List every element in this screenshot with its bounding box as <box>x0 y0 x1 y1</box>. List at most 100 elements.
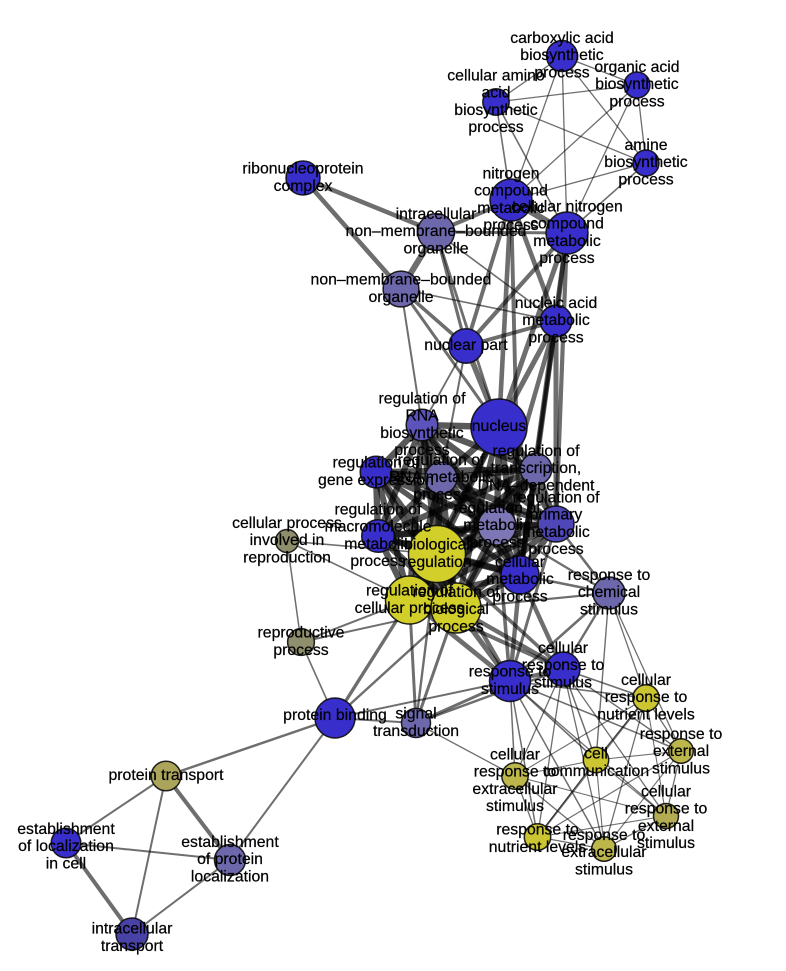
svg-text:nutrient levels: nutrient levels <box>489 839 587 856</box>
svg-text:process: process <box>609 93 664 110</box>
svg-text:cellular: cellular <box>621 672 671 689</box>
svg-text:regulation of: regulation of <box>335 501 423 518</box>
svg-text:intracellular: intracellular <box>92 921 173 938</box>
svg-text:compound: compound <box>530 216 604 233</box>
svg-text:localization: localization <box>191 868 269 885</box>
svg-text:protein transport: protein transport <box>108 767 224 784</box>
svg-text:in cell: in cell <box>46 855 86 872</box>
svg-text:process: process <box>528 329 583 346</box>
svg-text:transport: transport <box>101 938 164 955</box>
svg-text:biosynthetic: biosynthetic <box>520 47 604 64</box>
svg-text:regulation of: regulation of <box>366 583 454 600</box>
svg-text:process: process <box>350 553 405 570</box>
svg-text:organic acid: organic acid <box>594 59 679 76</box>
svg-text:extracellular: extracellular <box>472 781 557 798</box>
svg-text:reproductive: reproductive <box>258 625 345 642</box>
svg-text:nucleus: nucleus <box>472 418 527 435</box>
svg-text:external: external <box>653 743 709 760</box>
svg-text:process: process <box>428 618 483 635</box>
svg-text:response to: response to <box>625 801 708 818</box>
svg-text:biosynthetic: biosynthetic <box>604 154 688 171</box>
svg-text:macromolecule: macromolecule <box>324 519 431 536</box>
svg-text:amine: amine <box>624 137 667 154</box>
svg-text:cellular amino: cellular amino <box>447 67 545 84</box>
svg-text:of protein: of protein <box>197 851 263 868</box>
svg-text:extracellular: extracellular <box>561 844 646 861</box>
svg-text:ribonucleoprotein: ribonucleoprotein <box>242 161 363 178</box>
svg-text:complex: complex <box>274 178 333 195</box>
svg-text:stimulus: stimulus <box>652 760 710 777</box>
svg-text:process: process <box>413 486 468 503</box>
svg-text:stimulus: stimulus <box>580 601 638 618</box>
svg-text:compound: compound <box>474 183 548 200</box>
svg-text:biosynthetic: biosynthetic <box>595 76 679 93</box>
svg-text:response to: response to <box>640 726 723 743</box>
svg-text:primary: primary <box>530 507 583 524</box>
svg-text:RNA metabolic: RNA metabolic <box>389 469 494 486</box>
svg-text:establishment: establishment <box>17 821 115 838</box>
svg-text:process: process <box>394 442 449 459</box>
svg-text:organelle: organelle <box>404 240 469 257</box>
svg-text:regulation of: regulation of <box>493 443 581 460</box>
svg-text:gene expression: gene expression <box>318 472 434 489</box>
svg-text:signal: signal <box>395 706 436 723</box>
svg-text:nitrogen: nitrogen <box>482 165 539 182</box>
svg-text:response to: response to <box>605 689 688 706</box>
svg-text:regulation of: regulation of <box>454 500 542 517</box>
svg-text:cellular process: cellular process <box>232 515 342 532</box>
svg-text:regulation of: regulation of <box>333 455 421 472</box>
svg-text:metabolic: metabolic <box>463 517 531 534</box>
svg-text:acid: acid <box>482 85 511 102</box>
svg-text:DNA–dependent: DNA–dependent <box>478 477 595 494</box>
svg-text:process: process <box>468 119 523 136</box>
svg-text:organelle: organelle <box>369 289 434 306</box>
svg-text:involved in: involved in <box>250 532 325 549</box>
svg-text:regulation of: regulation of <box>398 452 486 469</box>
svg-text:regulation: regulation <box>402 554 471 571</box>
svg-text:metabolic: metabolic <box>477 200 545 217</box>
svg-text:communication: communication <box>543 763 649 780</box>
svg-text:stimulus: stimulus <box>637 835 695 852</box>
svg-text:process: process <box>618 171 673 188</box>
svg-text:metabolic: metabolic <box>533 233 601 250</box>
svg-text:cellular: cellular <box>538 640 588 657</box>
svg-text:biological: biological <box>423 601 489 618</box>
svg-text:response to: response to <box>496 822 579 839</box>
svg-text:non–membrane–bounded: non–membrane–bounded <box>346 223 527 240</box>
svg-text:reproduction: reproduction <box>243 549 331 566</box>
svg-text:stimulus: stimulus <box>486 798 544 815</box>
svg-text:process: process <box>534 64 589 81</box>
svg-text:process: process <box>469 534 524 551</box>
svg-text:regulation of: regulation of <box>379 390 467 407</box>
svg-text:transduction: transduction <box>373 723 459 740</box>
svg-text:process: process <box>539 250 594 267</box>
svg-text:cellular: cellular <box>641 783 691 800</box>
svg-text:carboxylic acid: carboxylic acid <box>510 30 614 47</box>
svg-text:cellular: cellular <box>495 554 545 571</box>
svg-text:response to: response to <box>563 827 646 844</box>
svg-text:RNA: RNA <box>405 408 439 425</box>
svg-text:biosynthetic: biosynthetic <box>380 425 464 442</box>
svg-text:regulation of: regulation of <box>513 489 601 506</box>
svg-text:metabolic: metabolic <box>344 536 412 553</box>
svg-text:response to: response to <box>469 664 552 681</box>
svg-text:stimulus: stimulus <box>575 861 633 878</box>
svg-text:process: process <box>273 642 328 659</box>
svg-text:biological: biological <box>404 537 470 554</box>
svg-text:metabolic: metabolic <box>522 524 590 541</box>
svg-text:intracellular: intracellular <box>396 206 477 223</box>
svg-text:stimulus: stimulus <box>534 674 592 691</box>
svg-text:response to: response to <box>568 567 651 584</box>
svg-text:cellular nitrogen: cellular nitrogen <box>511 198 623 215</box>
svg-text:chemical: chemical <box>578 584 640 601</box>
svg-text:establishment: establishment <box>181 834 279 851</box>
svg-text:process: process <box>483 217 538 234</box>
svg-text:stimulus: stimulus <box>481 681 539 698</box>
svg-text:cellular: cellular <box>490 746 540 763</box>
svg-text:of localization: of localization <box>18 838 114 855</box>
svg-text:cell: cell <box>584 746 608 763</box>
svg-text:biosynthetic: biosynthetic <box>454 102 538 119</box>
svg-text:response to: response to <box>522 657 605 674</box>
svg-text:nuclear part: nuclear part <box>424 337 508 354</box>
svg-text:nucleic acid: nucleic acid <box>515 295 598 312</box>
